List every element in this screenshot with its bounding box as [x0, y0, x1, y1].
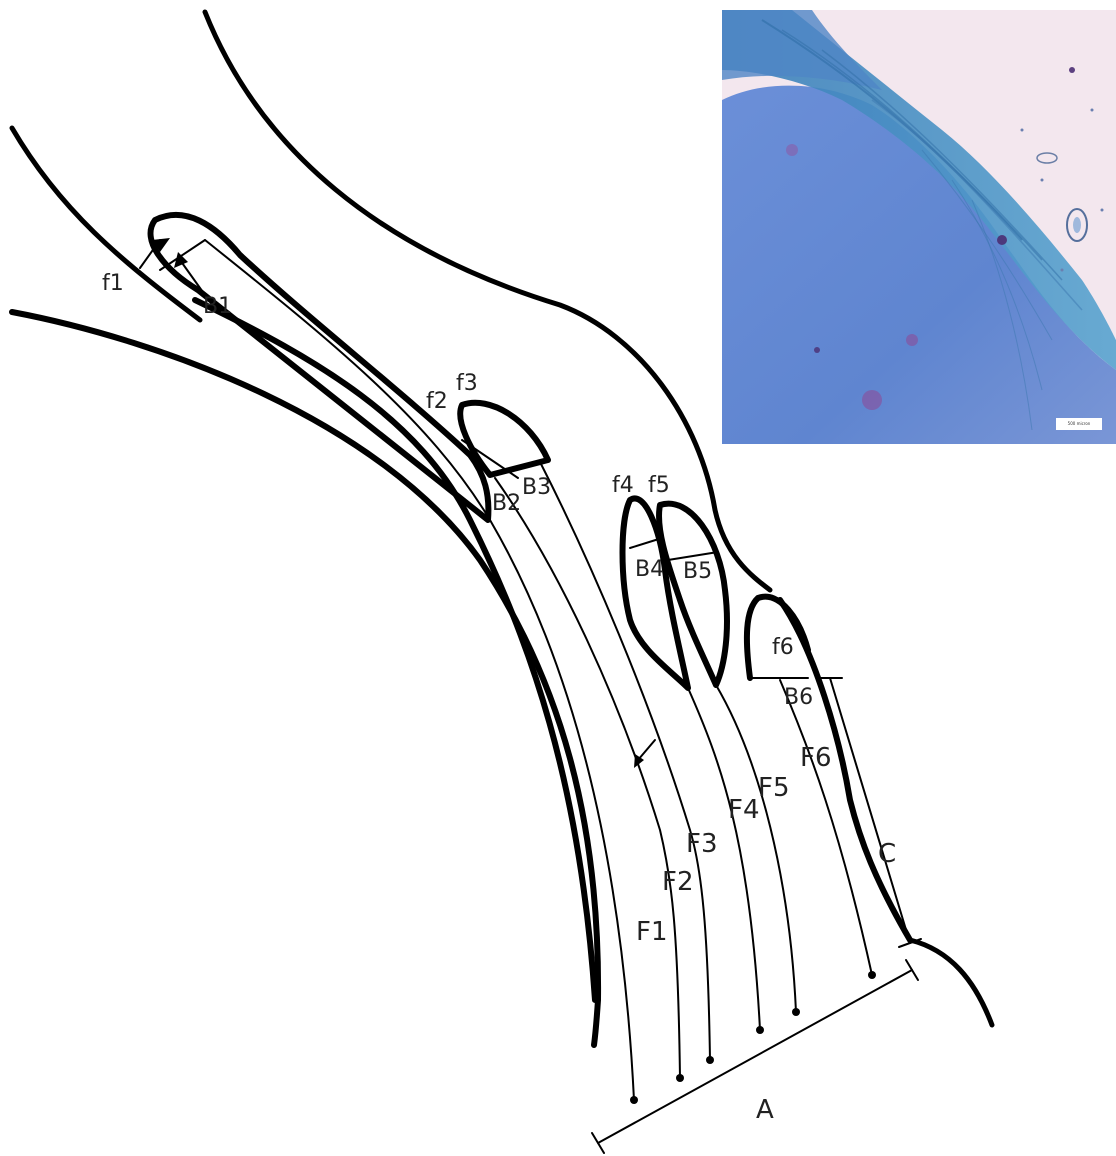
label-f2-upper: F2 — [662, 867, 694, 897]
scale-bar: 500 micron — [1056, 418, 1102, 430]
right-tail — [910, 940, 992, 1025]
label-f6-lower: f6 — [772, 635, 794, 660]
micrograph-texture — [722, 10, 1116, 444]
line-a-dot-1 — [630, 1096, 638, 1104]
label-b4: B4 — [635, 557, 664, 582]
fascicle-f1-base — [160, 240, 205, 270]
measure-line-a-tick1 — [592, 1133, 604, 1153]
label-f3-lower: f3 — [456, 371, 478, 396]
histology-micrograph: 500 micron — [722, 10, 1116, 444]
label-f3-upper: F3 — [686, 829, 718, 859]
fiber-line-f4 — [688, 688, 760, 1030]
label-c: C — [878, 839, 896, 869]
line-a-dot-3 — [706, 1056, 714, 1064]
label-f5-lower: f5 — [648, 473, 670, 498]
label-b2: B2 — [492, 491, 521, 516]
measure-line-a-tick2 — [906, 960, 918, 980]
label-b5: B5 — [683, 559, 712, 584]
arrow-b1-head — [174, 252, 188, 268]
label-b1: B1 — [203, 294, 232, 319]
label-f1-upper: F1 — [636, 917, 668, 947]
line-a-dot-4 — [756, 1026, 764, 1034]
measure-line-a — [598, 970, 912, 1143]
label-f4-upper: F4 — [728, 795, 760, 825]
outer-lower-boundary — [12, 312, 598, 1045]
arrow-f1-lower-leader — [638, 740, 655, 760]
inner-lower-boundary — [195, 300, 595, 1000]
line-a-dot-5 — [792, 1008, 800, 1016]
fiber-line-f1 — [205, 240, 634, 1100]
label-f4-lower: f4 — [612, 473, 634, 498]
label-f1-lower: f1 — [102, 271, 124, 296]
measure-line-c — [830, 678, 910, 943]
line-a-dot-2 — [676, 1074, 684, 1082]
label-f6-upper: F6 — [800, 743, 832, 773]
label-f5-upper: F5 — [758, 773, 790, 803]
line-a-dot-6 — [868, 971, 876, 979]
label-a: A — [756, 1095, 774, 1125]
label-f2-lower: f2 — [426, 389, 448, 414]
label-b6: B6 — [784, 685, 813, 710]
label-b3: B3 — [522, 475, 551, 500]
